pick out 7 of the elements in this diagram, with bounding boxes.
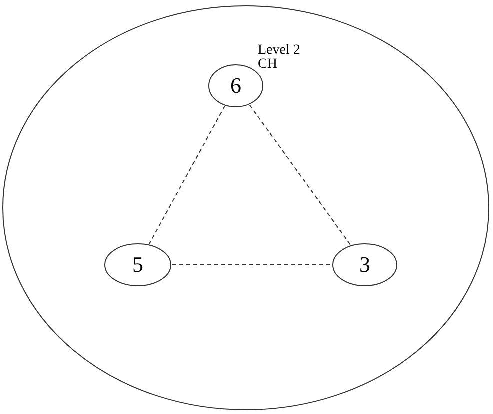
node-number: 6 (230, 73, 242, 99)
dashed-line (148, 106, 226, 245)
node-caption: Level 2 CH (258, 44, 302, 72)
dashed-line (172, 264, 332, 266)
dashed-line (249, 104, 352, 246)
node-number: 5 (132, 252, 144, 278)
node-number: 3 (360, 252, 370, 278)
